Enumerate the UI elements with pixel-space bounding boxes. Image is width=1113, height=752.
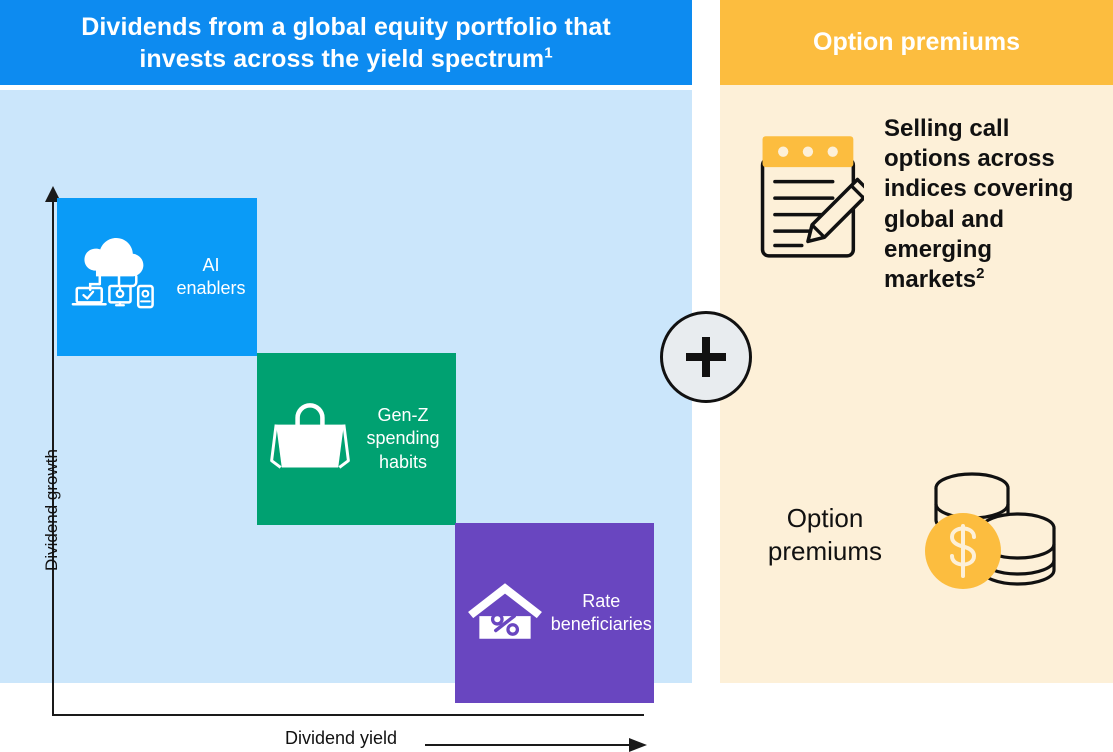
- x-axis-label: Dividend yield: [285, 728, 398, 748]
- option-strategy-block: Selling call options across indices cove…: [756, 114, 1106, 295]
- x-axis-arrow-head: [629, 738, 647, 752]
- plus-circle-icon: [660, 311, 752, 403]
- option-strategy-footnote: 2: [976, 265, 985, 283]
- x-axis-line: [52, 714, 644, 716]
- option-premiums-panel: Option premiums Selling call options acr…: [720, 0, 1113, 683]
- result-label-line1: Option: [786, 503, 864, 533]
- result-label-line2: premiums: [767, 535, 883, 566]
- plus-glyph: [686, 337, 726, 377]
- option-strategy-description: Selling call options across indices cove…: [884, 114, 1089, 295]
- tile-ai-label-line2: enablers: [176, 278, 246, 298]
- right-panel-header: Option premiums: [720, 0, 1113, 85]
- tile-rate-label-line1: Rate: [582, 590, 621, 611]
- chart-tile-gen-z[interactable]: Gen-Z spending habits: [257, 353, 456, 525]
- tile-gen-label-line2: spending: [366, 428, 440, 449]
- left-panel-header: Dividends from a global equity portfolio…: [0, 0, 692, 85]
- chart-tile-gen-z-label: Gen-Z spending habits: [355, 404, 451, 473]
- left-title-line2: invests across the yield spectrum: [139, 44, 545, 73]
- x-axis-arrow-shaft: [425, 744, 631, 746]
- right-panel-title: Option premiums: [813, 28, 1020, 56]
- coins-dollar-icon: [914, 466, 1064, 603]
- chart-tile-rate-beneficiaries-label: Rate beneficiaries: [549, 590, 654, 636]
- dividends-panel: Dividends from a global equity portfolio…: [0, 0, 692, 752]
- cloud-devices-icon: [71, 238, 167, 316]
- dividend-scatter-chart: Dividend growth Dividend yield: [0, 90, 692, 752]
- chart-tile-ai-enablers[interactable]: AI enablers: [57, 198, 257, 356]
- tile-gen-label-line3: habits: [378, 451, 428, 472]
- left-title-footnote: 1: [544, 44, 553, 62]
- chart-tile-rate-beneficiaries[interactable]: Rate beneficiaries: [455, 523, 654, 703]
- option-strategy-description-text: Selling call options across indices cove…: [884, 115, 1074, 294]
- tile-ai-label-line1: AI: [202, 254, 220, 275]
- tile-rate-label-line2: beneficiaries: [550, 614, 652, 634]
- left-title-line1: Dividends from a global equity portfolio…: [81, 12, 611, 41]
- option-premiums-result: Option premiums: [740, 466, 1113, 603]
- chart-tile-ai-enablers-label: AI enablers: [171, 254, 251, 300]
- y-axis-line: [52, 198, 54, 716]
- left-panel-title: Dividends from a global equity portfolio…: [36, 11, 656, 75]
- shopping-bag-icon: [269, 402, 355, 477]
- house-percent-icon: [465, 581, 549, 646]
- tile-gen-label-line1: Gen-Z: [377, 405, 429, 426]
- y-axis-label: Dividend growth: [42, 449, 61, 571]
- x-axis-arrow-icon: [425, 738, 649, 752]
- option-premiums-result-label: Option premiums: [740, 502, 910, 567]
- notepad-pencil-icon: [756, 130, 872, 265]
